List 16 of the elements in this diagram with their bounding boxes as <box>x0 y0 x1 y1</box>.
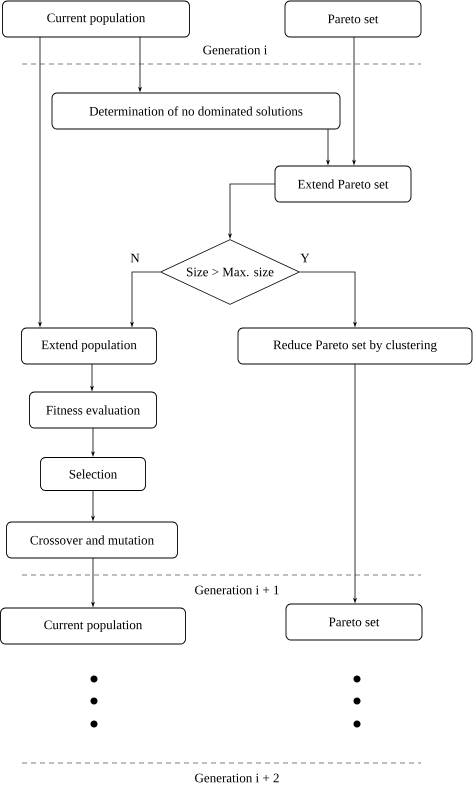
process-box: Current population <box>0 608 186 644</box>
generation-label: Generation i <box>203 46 268 54</box>
process-box: Reduce Pareto set by clustering <box>238 328 472 364</box>
process-box: Fitness evaluation <box>29 392 157 428</box>
edge-label: N <box>129 252 141 264</box>
generation-label: Generation i + 1 <box>195 586 279 594</box>
process-box: Selection <box>40 457 146 491</box>
process-box: Pareto set <box>284 0 422 38</box>
edge-label: Y <box>299 252 311 264</box>
process-box: Crossover and mutation <box>6 522 178 558</box>
generation-label: Generation i + 2 <box>195 774 279 782</box>
process-box: Extend population <box>21 328 157 364</box>
process-box: Current population <box>2 0 190 38</box>
process-box: Determination of no dominated solutions <box>52 92 340 130</box>
process-box: Extend Pareto set <box>274 166 412 202</box>
process-box: Pareto set <box>286 604 422 640</box>
